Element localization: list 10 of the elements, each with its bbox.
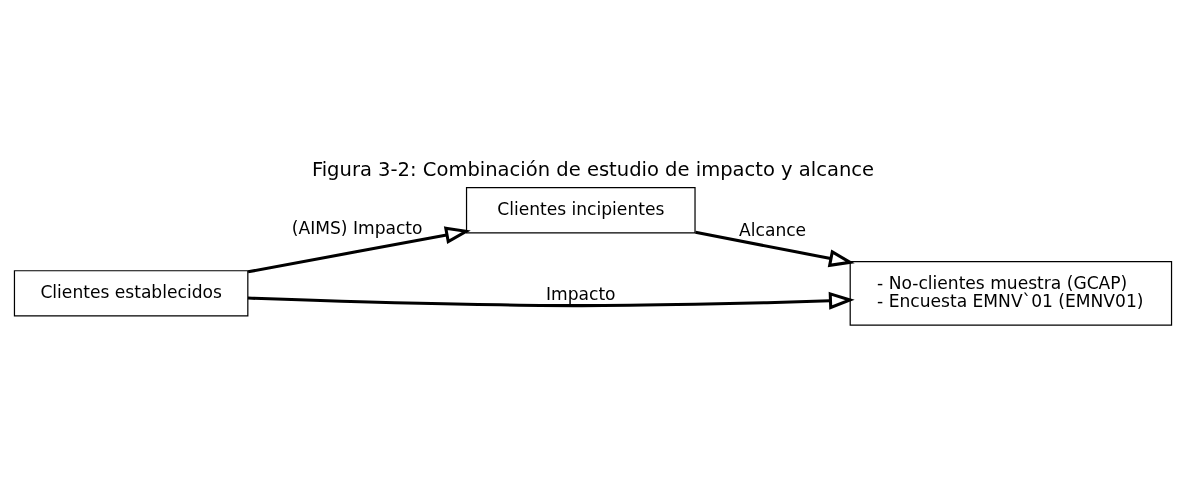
edge-label: (AIMS) Impacto [291, 217, 423, 238]
edge-label: Impacto [545, 283, 616, 304]
node-box: Clientes incipientes [465, 187, 696, 234]
node-box: Clientes establecidos [13, 270, 249, 317]
diagram-title: Figura 3-2: Combinación de estudio de impacto y alcance [311, 158, 875, 182]
node-box: - No-clientes muestra (GCAP) - Encuesta EMNV`01 (EMNV01) [849, 260, 1173, 326]
edge-label: Alcance [739, 220, 807, 241]
arrow [247, 226, 471, 274]
arrow [247, 291, 855, 310]
arrow [695, 230, 855, 268]
